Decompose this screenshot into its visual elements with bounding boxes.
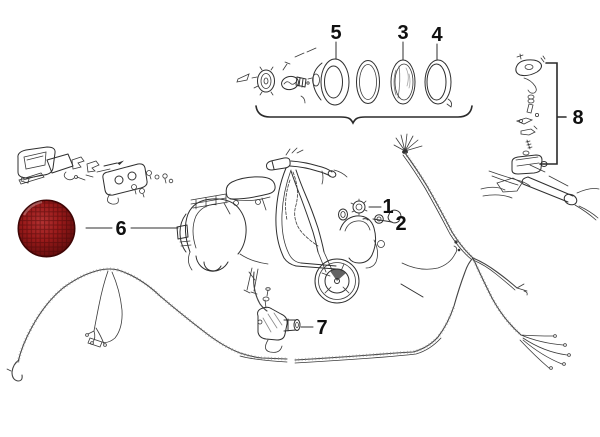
handlebar-sketch: [480, 164, 600, 221]
switch-knob-part1: [350, 198, 368, 216]
callout-3[interactable]: 3: [397, 22, 408, 44]
junction-part: [257, 287, 314, 353]
taillight-exploded-group: [17, 146, 174, 205]
harness-top-splay: [393, 133, 423, 154]
taillight-lens-plate: [46, 153, 74, 174]
callout-7[interactable]: 7: [316, 317, 327, 339]
harness-droop-branch: [85, 270, 123, 348]
wedge-part: [236, 73, 250, 83]
pin-part2: [362, 218, 369, 221]
wiring-harness: [6, 133, 571, 382]
taillight-base-plate: [102, 163, 148, 205]
leader-lines-534: [335, 41, 438, 61]
scooter-sketch: [176, 147, 461, 304]
callout-8-bracket: [539, 62, 567, 165]
headlight-rim: [424, 59, 452, 108]
assembly-brace: [255, 105, 473, 125]
light-switch-body: [511, 154, 548, 175]
callout-1[interactable]: 1: [382, 196, 393, 218]
reflector-bowl: [307, 58, 350, 106]
small-bulbs: [131, 170, 174, 198]
callout-2[interactable]: 2: [395, 213, 406, 235]
headlight-lens: [390, 59, 416, 105]
callout-4[interactable]: 4: [431, 24, 443, 46]
callout-6[interactable]: 6: [115, 218, 126, 240]
bulb: [281, 75, 310, 91]
callout-5[interactable]: 5: [330, 22, 341, 44]
bulb-socket: [251, 66, 275, 96]
dash-marks: [294, 47, 317, 58]
tail-lamp: [176, 224, 189, 240]
screw-icon: [282, 61, 291, 71]
front-wheel: [314, 258, 360, 304]
callout-2-leader: [372, 218, 393, 223]
comma-mark: [300, 95, 306, 104]
headlight-exploded-group: [236, 41, 473, 125]
gasket-ring: [356, 60, 380, 104]
switch-exploded-group: [511, 53, 567, 175]
callout-8[interactable]: 8: [572, 107, 583, 129]
grommet-ring: [338, 208, 348, 221]
red-lens-hotspot[interactable]: [17, 199, 76, 258]
